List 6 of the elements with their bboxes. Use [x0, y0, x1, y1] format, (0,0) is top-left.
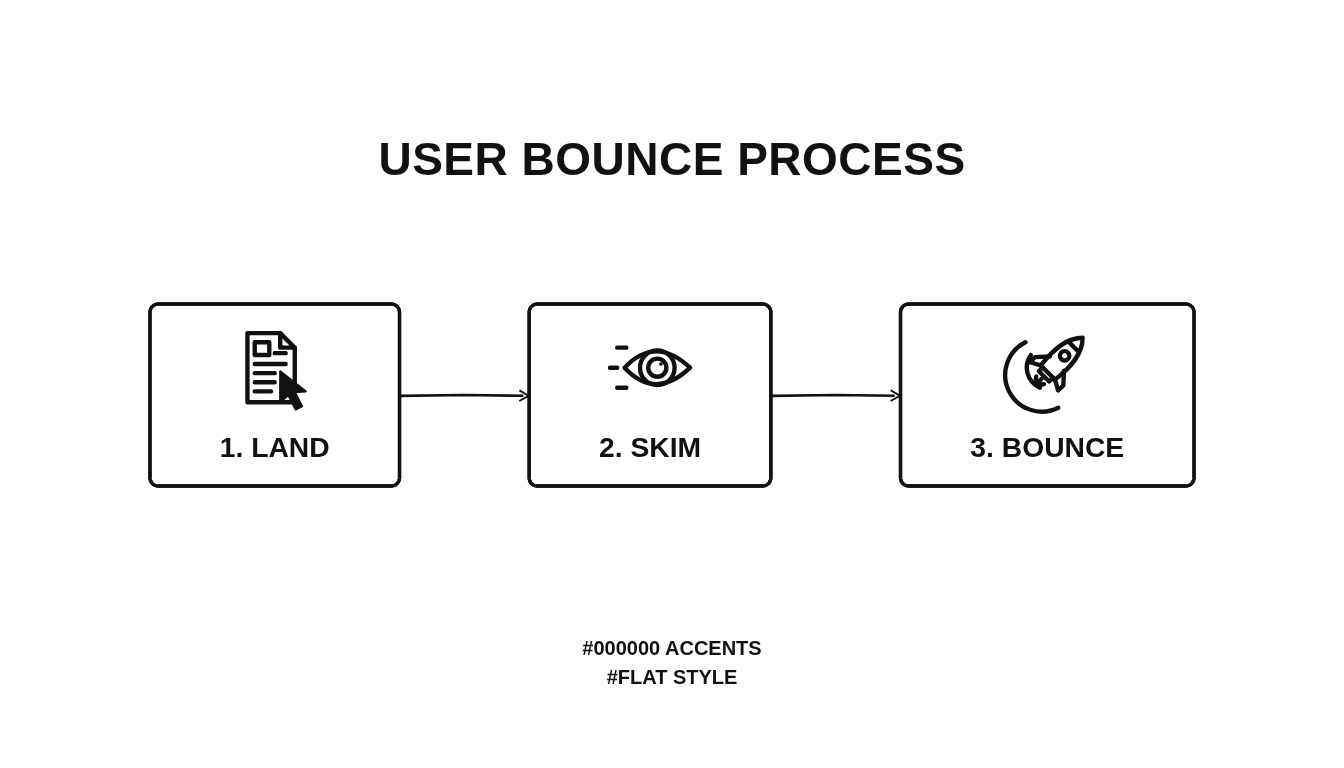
step-label: 3. BOUNCE: [970, 431, 1125, 464]
step-label: 1. LAND: [219, 431, 330, 464]
diagram-title: USER BOUNCE PROCESS: [378, 132, 966, 186]
step-label: 2. SKIM: [599, 431, 702, 464]
hashtag-label: #FLAT STYLE: [606, 665, 738, 690]
hashtag-label: #000000 ACCENTS: [582, 636, 762, 661]
